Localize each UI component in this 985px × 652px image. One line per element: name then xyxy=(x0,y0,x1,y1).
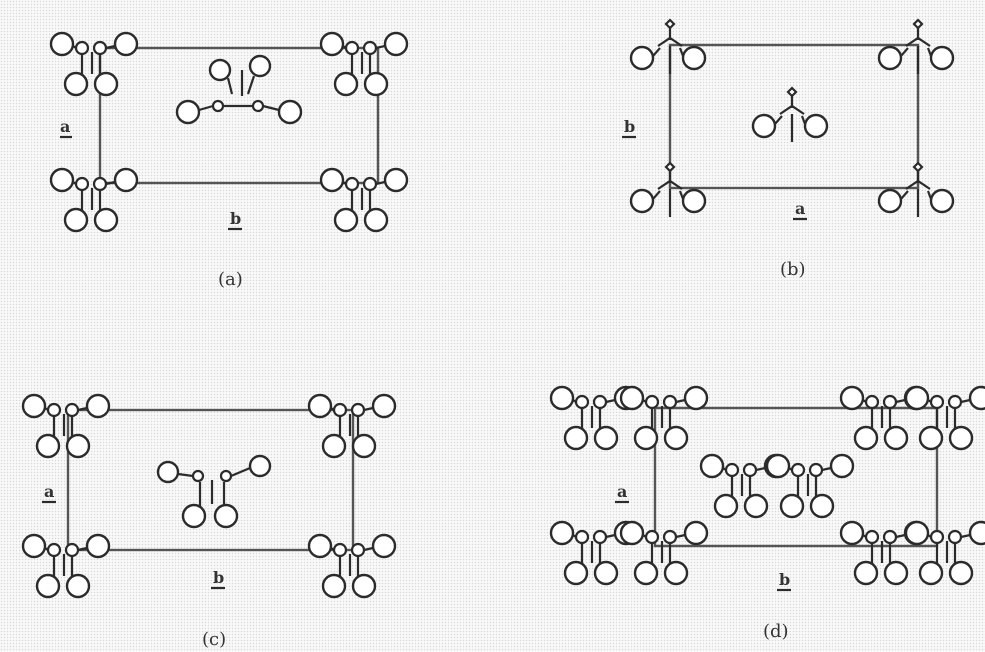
panel-d: a b (d) xyxy=(549,385,985,642)
unit-cell-c xyxy=(66,408,355,552)
axis-label: a xyxy=(44,482,54,501)
molecule xyxy=(629,18,707,76)
molecule xyxy=(877,161,955,219)
molecule xyxy=(619,385,709,451)
panel-caption: (b) xyxy=(780,259,806,280)
center-molecule xyxy=(765,453,855,519)
molecule xyxy=(21,533,111,599)
axis-label: b xyxy=(779,570,790,589)
axis-label: b xyxy=(230,209,241,228)
panel-caption: (a) xyxy=(218,269,243,290)
unit-cell-d xyxy=(653,406,939,548)
panel-caption: (d) xyxy=(763,621,789,642)
center-molecule xyxy=(175,54,303,125)
unit-cell-a xyxy=(98,46,380,185)
molecule xyxy=(319,31,409,97)
unit-cell-b xyxy=(668,43,920,190)
molecule xyxy=(619,520,709,586)
center-molecule xyxy=(156,454,272,529)
panel-a: a b (a) xyxy=(49,31,409,290)
axis-label: b xyxy=(213,568,224,587)
panel-b: b a (b) xyxy=(622,18,955,280)
axis-label: a xyxy=(795,199,805,218)
axis-label: a xyxy=(617,482,627,501)
molecule xyxy=(877,18,955,76)
molecule xyxy=(319,167,409,233)
molecule xyxy=(629,161,707,219)
molecule xyxy=(21,393,111,459)
axis-label: b xyxy=(624,117,635,136)
molecule xyxy=(904,520,985,586)
axis-label: a xyxy=(60,117,70,136)
panel-caption: (c) xyxy=(202,629,226,650)
molecule xyxy=(49,167,139,233)
molecule xyxy=(904,385,985,451)
center-molecule xyxy=(751,86,829,144)
molecule xyxy=(49,31,139,97)
panel-c: a b (c) xyxy=(21,393,397,650)
